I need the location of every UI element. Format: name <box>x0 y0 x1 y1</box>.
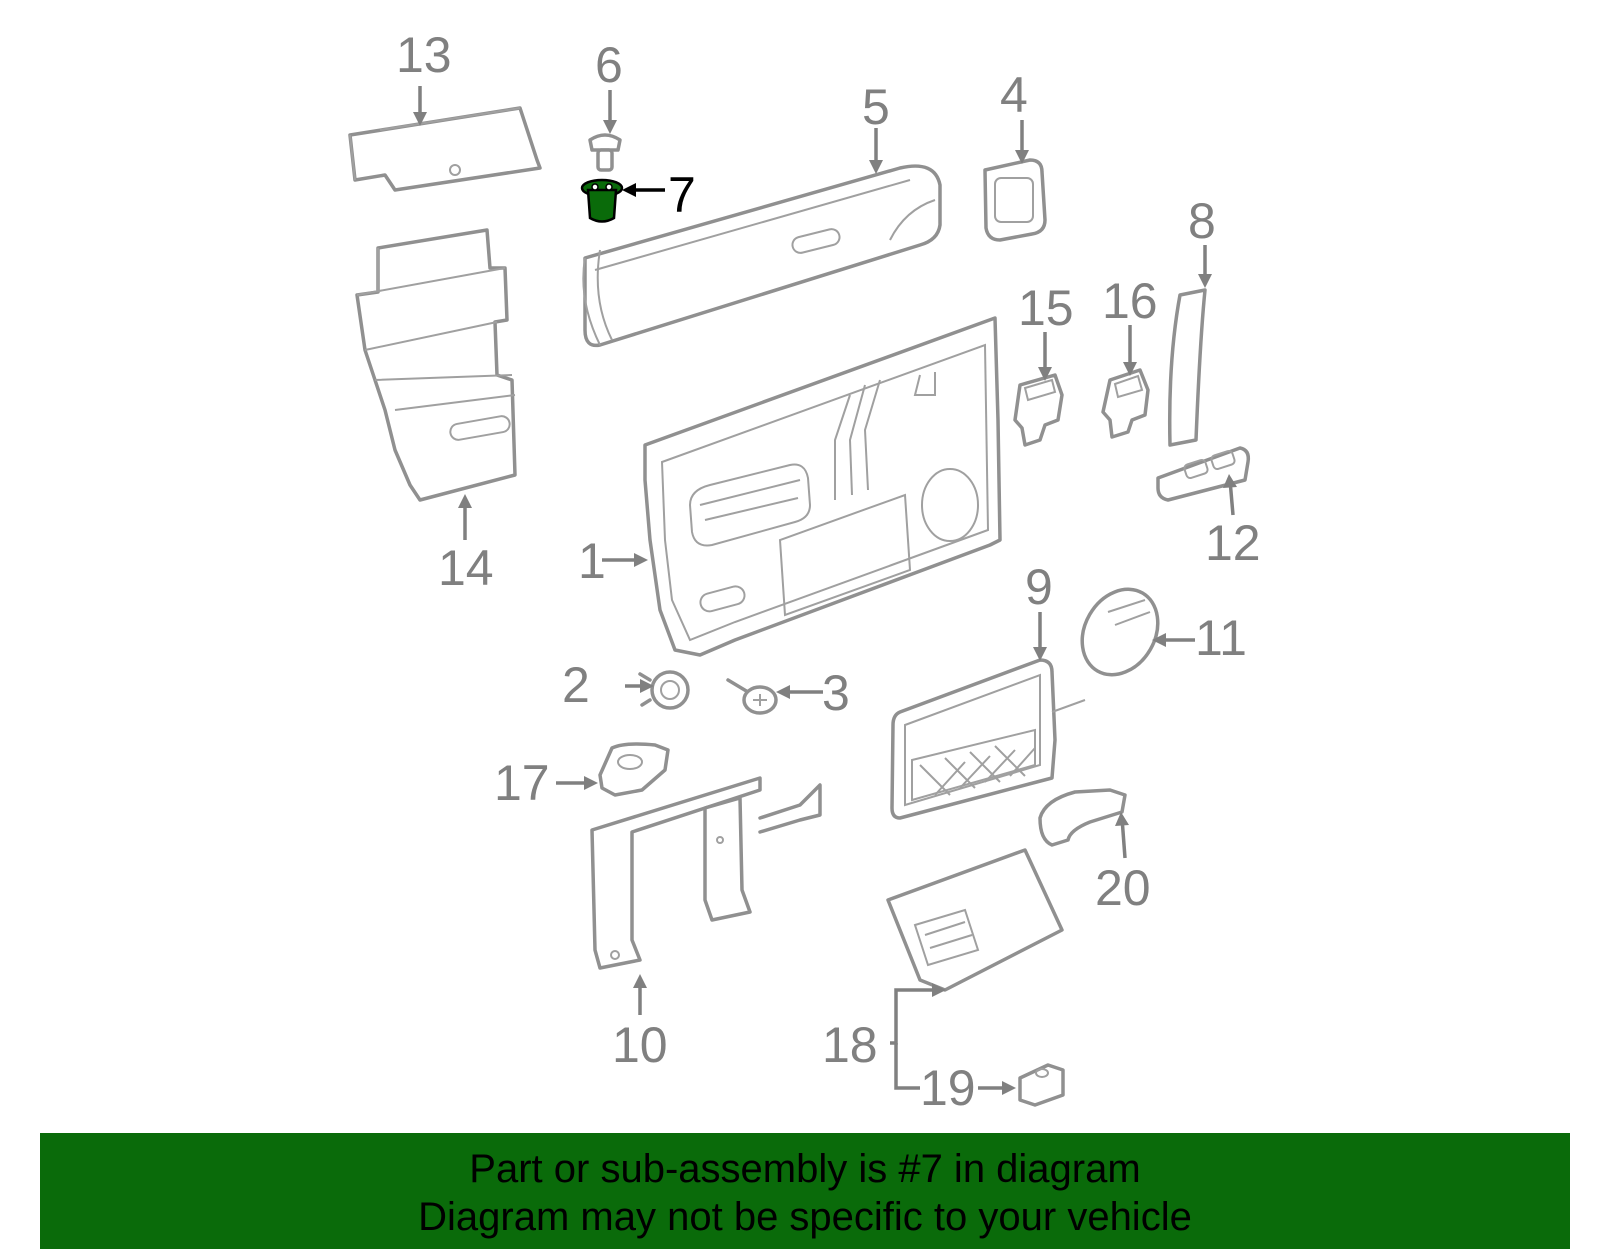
part-13-trim-strip <box>348 106 542 192</box>
part-16-switch <box>1101 368 1150 439</box>
callout-13: 13 <box>396 27 452 83</box>
part-2-push-clip <box>638 670 690 710</box>
part-10-support-frame <box>590 776 822 970</box>
banner-line-2: Diagram may not be specific to your vehi… <box>418 1195 1192 1239</box>
callout-10: 10 <box>612 1017 668 1073</box>
callout-labels: 1 2 3 4 5 6 7 8 9 10 11 12 13 14 15 16 1… <box>396 27 1261 1116</box>
callout-12: 12 <box>1205 515 1261 571</box>
callout-18: 18 <box>822 1017 878 1073</box>
part-17-bracket <box>598 742 670 797</box>
part-19-clip-block <box>1018 1063 1065 1107</box>
part-8-pillar-trim <box>1167 288 1207 447</box>
part-20-pull-handle <box>1038 788 1127 847</box>
part-1-door-panel <box>643 316 1002 657</box>
banner-line-1: Part or sub-assembly is #7 in diagram <box>469 1147 1141 1191</box>
part-15-switch <box>1013 373 1064 447</box>
info-banner: Part or sub-assembly is #7 in diagram Di… <box>40 1133 1570 1249</box>
part-7-clip-highlighted <box>580 178 624 223</box>
callout-15: 15 <box>1018 280 1074 336</box>
callout-7: 7 <box>668 167 696 223</box>
part-4-switch-bezel <box>983 158 1047 242</box>
callout-11: 11 <box>1195 610 1247 666</box>
callout-16: 16 <box>1102 273 1158 329</box>
callout-14: 14 <box>438 540 494 596</box>
callout-8: 8 <box>1188 193 1216 249</box>
part-11-speaker-grille <box>1080 587 1160 677</box>
callout-17: 17 <box>494 755 550 811</box>
callout-20: 20 <box>1095 860 1151 916</box>
part-9-map-pocket <box>890 658 1086 820</box>
callout-5: 5 <box>862 79 890 135</box>
callout-9: 9 <box>1025 559 1053 615</box>
part-6-screw <box>588 133 622 172</box>
part-18-lower-panel <box>886 848 1064 992</box>
part-14-side-panel <box>355 228 517 502</box>
part-3-screw <box>726 678 778 715</box>
callout-19: 19 <box>920 1060 976 1116</box>
part-5-armrest <box>582 164 942 348</box>
leader-lines <box>413 86 1237 1095</box>
callout-4: 4 <box>1000 67 1028 123</box>
callout-3: 3 <box>822 665 850 721</box>
part-12-window-switch <box>1156 446 1251 502</box>
callout-6: 6 <box>595 37 623 93</box>
callout-2: 2 <box>562 657 590 713</box>
callout-1: 1 <box>578 533 606 589</box>
